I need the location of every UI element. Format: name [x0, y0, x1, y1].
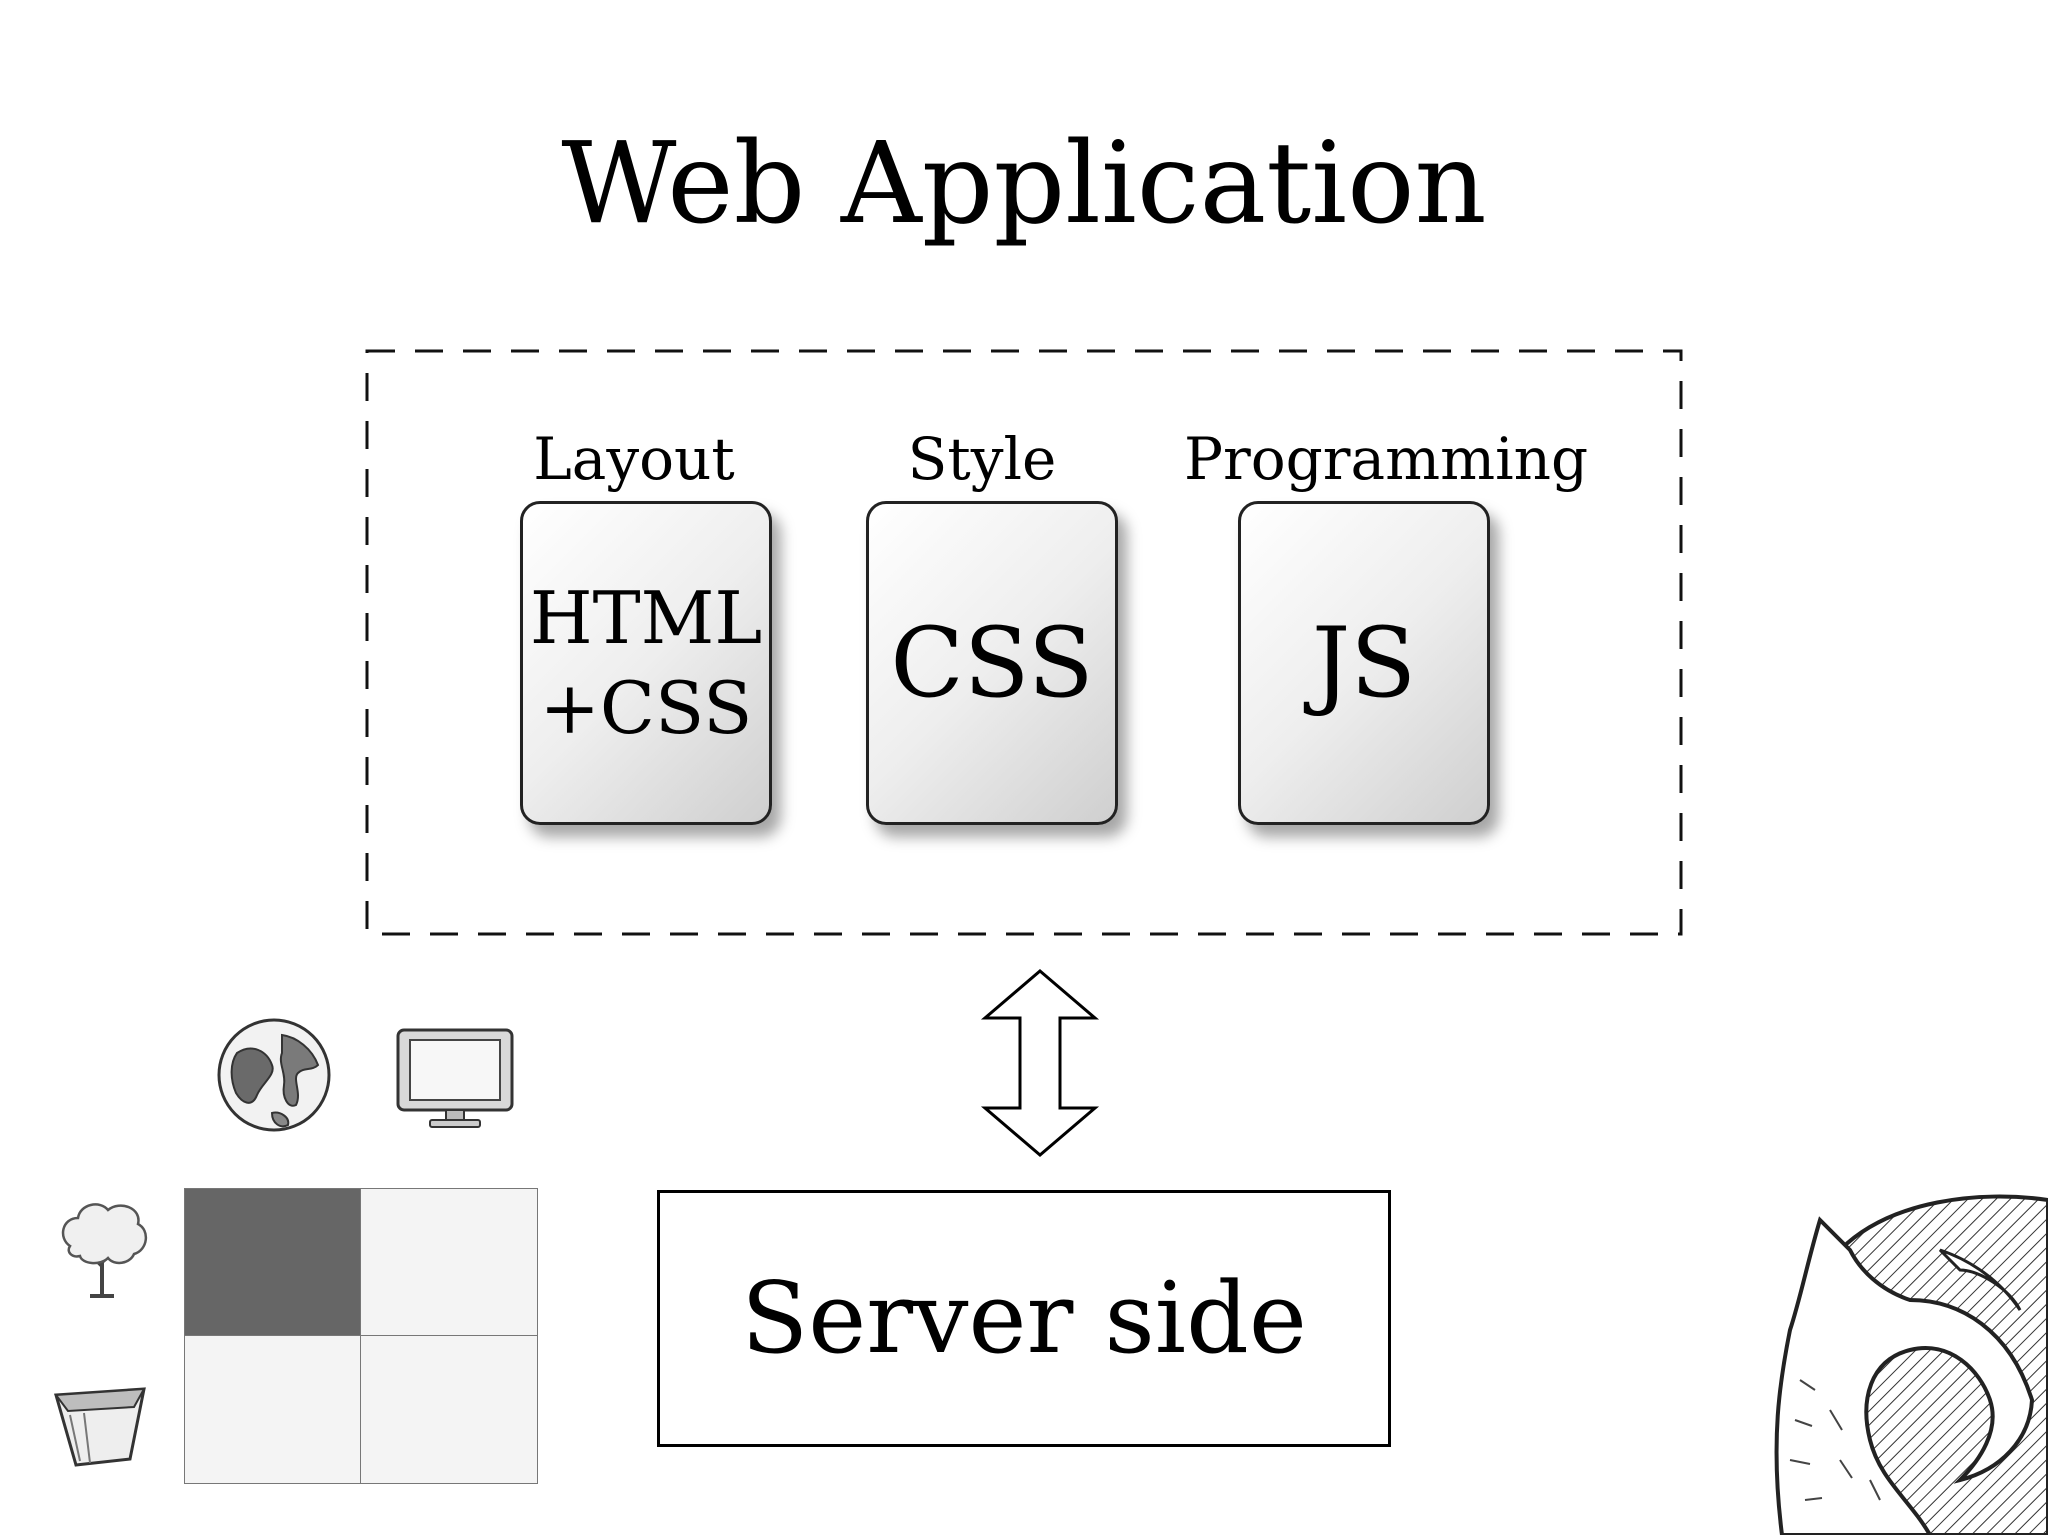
- diagram-title: Web Application: [561, 119, 1487, 249]
- grid-cell-top-left: [184, 1188, 361, 1336]
- server-side-box: Server side: [657, 1190, 1391, 1447]
- grid-cell-top-right: [360, 1188, 538, 1336]
- client-side-group-frame: [365, 349, 1683, 936]
- js-text: JS: [1311, 607, 1417, 719]
- double-arrow-icon: [980, 969, 1100, 1157]
- html-text: HTML: [529, 576, 763, 660]
- style-label: Style: [907, 425, 1057, 493]
- flower-pot-icon: [54, 1387, 146, 1467]
- html-css-card: HTML +CSS: [520, 501, 772, 825]
- monitor-icon: [396, 1028, 514, 1128]
- globe-icon: [217, 1018, 331, 1132]
- firefox-logo: [1774, 1194, 2048, 1535]
- grid-cell-bottom-left: [184, 1335, 361, 1484]
- layout-label: Layout: [533, 425, 735, 493]
- grid-cell-bottom-right: [360, 1335, 538, 1484]
- js-card: JS: [1238, 501, 1490, 825]
- css-text: CSS: [890, 607, 1094, 719]
- server-side-label: Server side: [741, 1261, 1307, 1376]
- tree-icon: [61, 1203, 147, 1298]
- programming-label: Programming: [1184, 425, 1589, 493]
- plus-css-text: +CSS: [539, 666, 753, 750]
- css-card: CSS: [866, 501, 1118, 825]
